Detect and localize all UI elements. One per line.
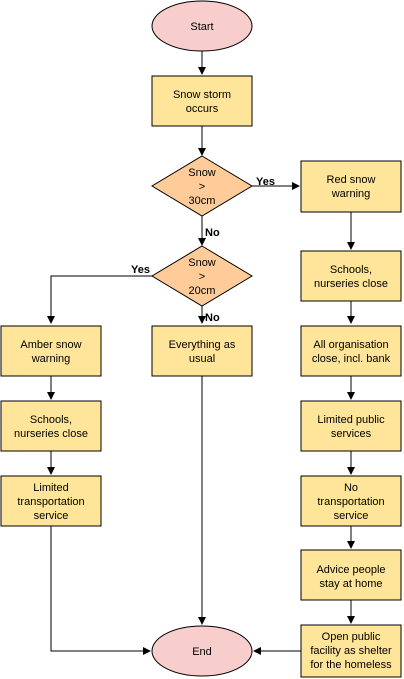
amber-warning-line-2: warning: [31, 353, 71, 365]
no-transport-line-2: transportation: [317, 496, 384, 508]
edge-label-yes-20: Yes: [131, 264, 150, 276]
snow-storm-line-1: Snow storm: [173, 89, 231, 101]
edge-label-no-20: No: [205, 312, 220, 324]
svg-text:Schools,nurseries close: Schools, nurseries close: [314, 264, 388, 290]
public-services-line-1: Limited public: [317, 414, 385, 426]
decision-30-line-3: 30cm: [189, 195, 216, 207]
usual-line-1: Everything as: [169, 339, 236, 351]
start-label: Start: [190, 21, 213, 33]
limited-transport-line-1: Limited: [33, 482, 68, 494]
limited-transport-line-3: service: [34, 510, 69, 522]
decision-30-line-1: Snow: [188, 167, 216, 179]
snow-storm-line-2: occurs: [186, 103, 219, 115]
no-transport-node: No transportation service: [300, 475, 402, 527]
org-close-line-2: close, incl. bank: [312, 353, 391, 365]
svg-text:Schools,nurseries close: Schools, nurseries close: [14, 414, 88, 440]
edge-transport-to-end: [50, 526, 151, 655]
decision-30-line-2: >: [199, 181, 205, 193]
edge-label-no-30: No: [205, 227, 220, 239]
decision-20-line-3: 20cm: [189, 285, 216, 297]
stay-home-node: Advice people stay at home: [300, 549, 402, 601]
shelter-line-3: for the homeless: [310, 659, 392, 671]
edges: [47, 51, 355, 655]
decision-20cm-node: Snow >20cm: [151, 245, 253, 307]
schools-left-line-1: Schools,: [30, 414, 72, 426]
limited-transport-line-2: transportation: [17, 496, 84, 508]
schools-left-line-2: nurseries close: [14, 428, 88, 440]
edge-label-yes-30: Yes: [256, 176, 275, 188]
decision-20-line-2: >: [199, 271, 205, 283]
org-close-line-1: All organisation: [313, 339, 388, 351]
red-warning-line-2: warning: [331, 188, 371, 200]
schools-right-node: Schools, nurseries close: [300, 250, 402, 302]
stay-home-line-1: Advice people: [316, 564, 385, 576]
schools-left-node: Schools, nurseries close: [0, 400, 102, 452]
decision-30cm-node: Snow >30cm: [151, 155, 253, 217]
red-warning-node: Red snow warning: [300, 160, 402, 213]
limited-transport-node: Limited transportation service: [0, 475, 102, 527]
end-node: End: [151, 625, 253, 677]
svg-text:Snow>30cm: Snow >30cm: [188, 167, 216, 207]
org-close-node: All organisation close, incl. bank: [300, 325, 402, 377]
shelter-line-2: facility as shelter: [310, 645, 392, 657]
public-services-line-2: services: [331, 428, 372, 440]
no-transport-line-3: service: [334, 510, 369, 522]
snow-storm-node: Snow storm occurs: [151, 75, 253, 127]
public-services-node: Limited public services: [300, 400, 402, 452]
svg-text:Snow>20cm: Snow >20cm: [188, 257, 216, 297]
amber-warning-node: Amber snow warning: [0, 325, 102, 377]
no-transport-line-1: No: [344, 482, 358, 494]
amber-warning-line-1: Amber snow: [20, 339, 81, 351]
usual-line-2: usual: [189, 353, 215, 365]
usual-node: Everything as usual: [151, 325, 253, 377]
stay-home-line-2: stay at home: [320, 578, 383, 590]
edge-decision-20-yes: [47, 275, 152, 324]
start-node: Start: [151, 0, 253, 52]
shelter-node: Open public facility as shelter for the ho…: [300, 624, 402, 678]
red-warning-line-1: Red snow: [327, 174, 376, 186]
end-label: End: [192, 646, 212, 658]
schools-right-line-2: nurseries close: [314, 278, 388, 290]
shelter-line-1: Open public: [322, 631, 381, 643]
decision-20-line-1: Snow: [188, 257, 216, 269]
schools-right-line-1: Schools,: [330, 264, 372, 276]
